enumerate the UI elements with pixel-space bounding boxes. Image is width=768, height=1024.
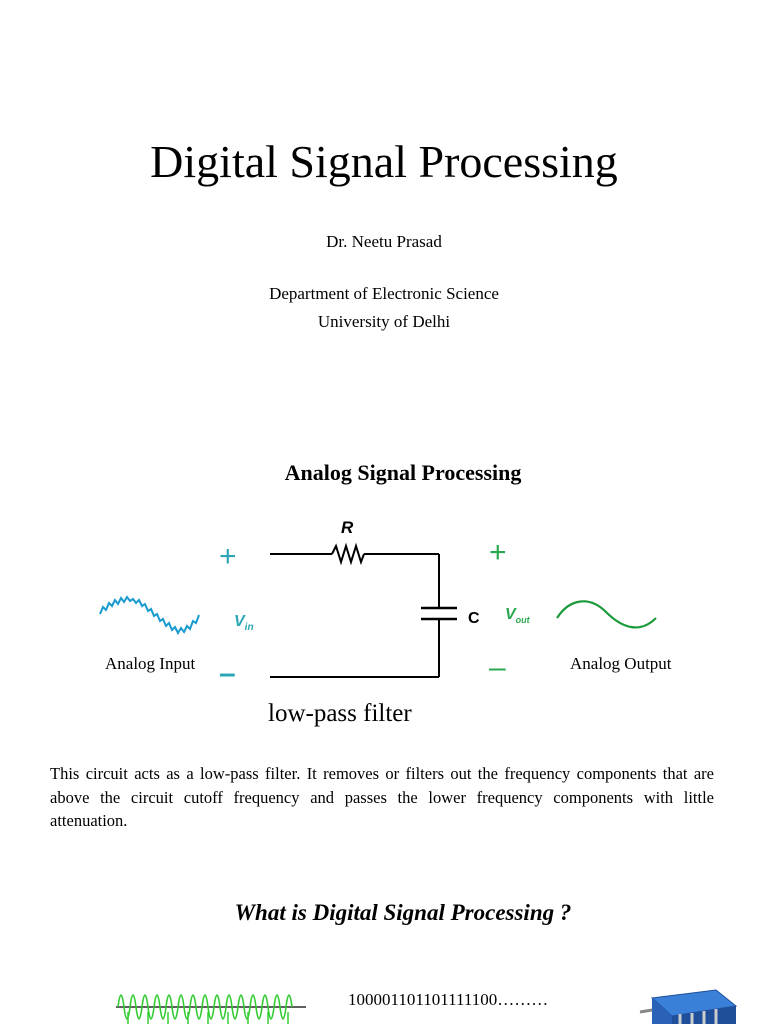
analog-output-label: Analog Output [570,654,672,673]
input-plus-symbol: + [219,540,237,573]
output-minus-symbol: – [489,651,506,684]
university-name: University of Delhi [317,312,451,331]
vout-label: Vout [505,606,531,625]
vin-label: Vin [234,613,254,633]
author-name: Dr. Neetu Prasad [326,232,442,251]
department-name: Department of Electronic Science [269,284,499,303]
sampled-signal-graphic [116,994,306,1024]
circuit-description: This circuit acts as a low-pass filter. … [50,764,714,830]
analog-input-waveform [99,595,200,636]
dsp-question-heading: What is Digital Signal Processing ? [234,900,572,925]
capacitor-label: C [468,610,480,627]
low-pass-filter-label: low-pass filter [268,700,412,727]
output-plus-symbol: + [489,536,507,569]
analog-input-label: Analog Input [105,654,196,673]
resistor-label: R [341,518,354,537]
analog-output-waveform [556,600,657,629]
circuit-wires [270,542,457,678]
resistor-symbol [331,542,365,566]
binary-sequence: 100001101101111100……… [348,990,549,1009]
page-title: Digital Signal Processing [150,136,618,187]
input-minus-symbol: – [219,657,236,690]
analog-section-heading: Analog Signal Processing [284,460,522,485]
dsp-chip-icon [639,989,738,1024]
